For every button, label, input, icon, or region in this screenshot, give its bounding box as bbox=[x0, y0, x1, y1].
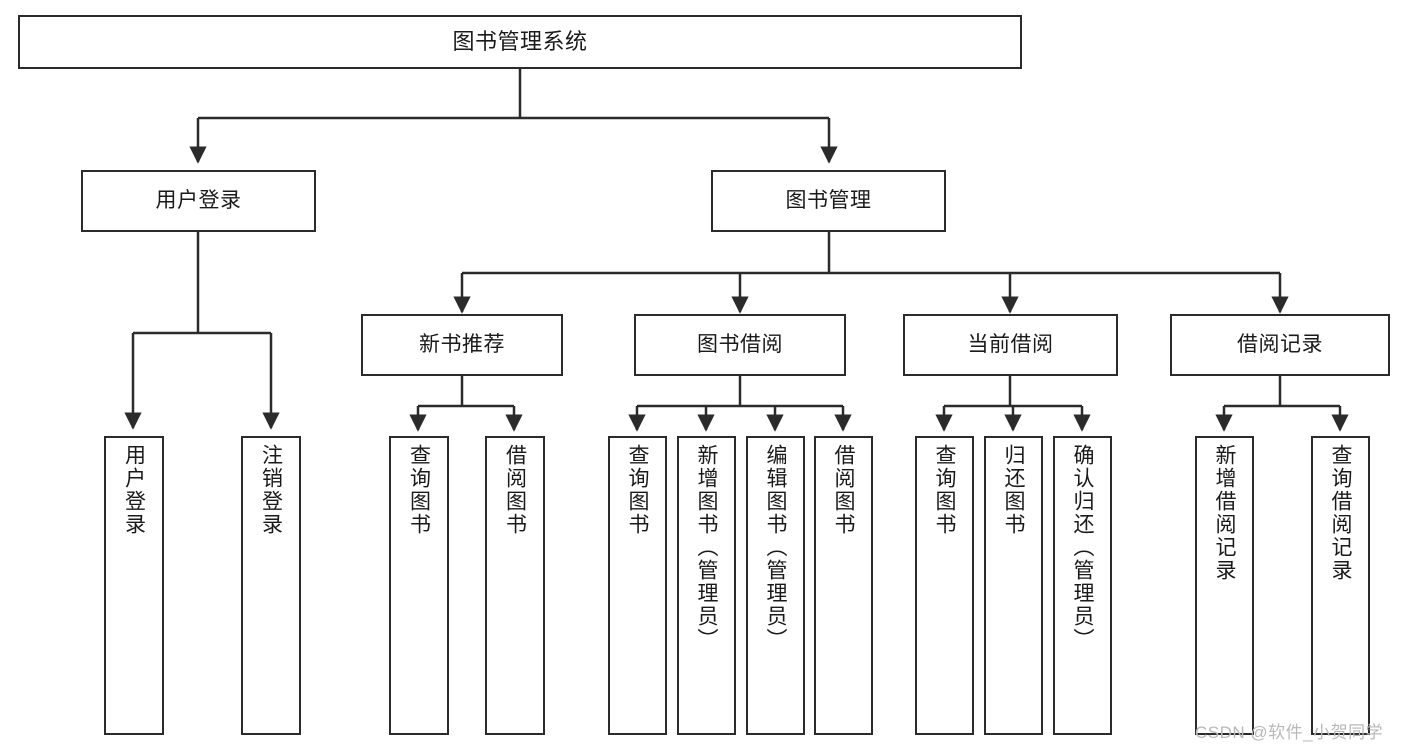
node-label: 编辑图书（管理员） bbox=[764, 444, 787, 651]
node-label: 查询图书 bbox=[407, 444, 431, 536]
node-borrow-record[interactable]: 借阅记录 bbox=[1170, 314, 1390, 376]
node-label: 新增借阅记录 bbox=[1213, 444, 1236, 582]
node-book-management[interactable]: 图书管理 bbox=[711, 170, 946, 232]
node-label: 确认归还（管理员） bbox=[1071, 444, 1094, 651]
leaf-user-login-logout[interactable]: 注销登录 bbox=[241, 436, 301, 735]
node-root-system[interactable]: 图书管理系统 bbox=[18, 15, 1022, 69]
leaf-current-query-book[interactable]: 查询图书 bbox=[915, 436, 974, 735]
node-label: 注销登录 bbox=[259, 444, 283, 536]
leaf-recommend-borrow-book[interactable]: 借阅图书 bbox=[485, 436, 545, 735]
leaf-record-query-record[interactable]: 查询借阅记录 bbox=[1311, 436, 1370, 735]
leaf-current-confirm-return-admin[interactable]: 确认归还（管理员） bbox=[1053, 436, 1112, 735]
node-current-borrow[interactable]: 当前借阅 bbox=[903, 314, 1118, 376]
node-new-book-recommend[interactable]: 新书推荐 bbox=[361, 314, 563, 376]
node-label: 新增图书（管理员） bbox=[695, 444, 718, 651]
node-label: 借阅图书 bbox=[503, 444, 527, 536]
leaf-borrow-edit-book-admin[interactable]: 编辑图书（管理员） bbox=[746, 436, 805, 735]
node-label: 借阅图书 bbox=[832, 444, 855, 536]
node-label: 归还图书 bbox=[1002, 444, 1025, 536]
node-label: 查询图书 bbox=[626, 444, 649, 536]
leaf-recommend-query-book[interactable]: 查询图书 bbox=[389, 436, 449, 735]
leaf-user-login-login[interactable]: 用户登录 bbox=[104, 436, 164, 735]
node-label: 图书管理系统 bbox=[452, 28, 588, 54]
node-label: 新书推荐 bbox=[419, 333, 505, 357]
node-user-login[interactable]: 用户登录 bbox=[81, 170, 316, 232]
node-label: 用户登录 bbox=[155, 189, 242, 213]
node-label: 图书管理 bbox=[785, 189, 872, 213]
node-label: 查询借阅记录 bbox=[1329, 444, 1352, 582]
leaf-record-add-record[interactable]: 新增借阅记录 bbox=[1195, 436, 1254, 735]
node-label: 用户登录 bbox=[122, 444, 146, 536]
node-label: 借阅记录 bbox=[1237, 333, 1323, 357]
leaf-borrow-query-book[interactable]: 查询图书 bbox=[608, 436, 667, 735]
node-label: 查询图书 bbox=[933, 444, 956, 536]
csdn-watermark: CSDN @软件_小贺同学 bbox=[1195, 723, 1384, 742]
node-label: 图书借阅 bbox=[697, 333, 783, 357]
leaf-current-return-book[interactable]: 归还图书 bbox=[984, 436, 1043, 735]
leaf-borrow-borrow-book[interactable]: 借阅图书 bbox=[814, 436, 873, 735]
node-label: 当前借阅 bbox=[967, 333, 1054, 357]
leaf-borrow-add-book-admin[interactable]: 新增图书（管理员） bbox=[677, 436, 736, 735]
node-book-borrow[interactable]: 图书借阅 bbox=[634, 314, 846, 376]
